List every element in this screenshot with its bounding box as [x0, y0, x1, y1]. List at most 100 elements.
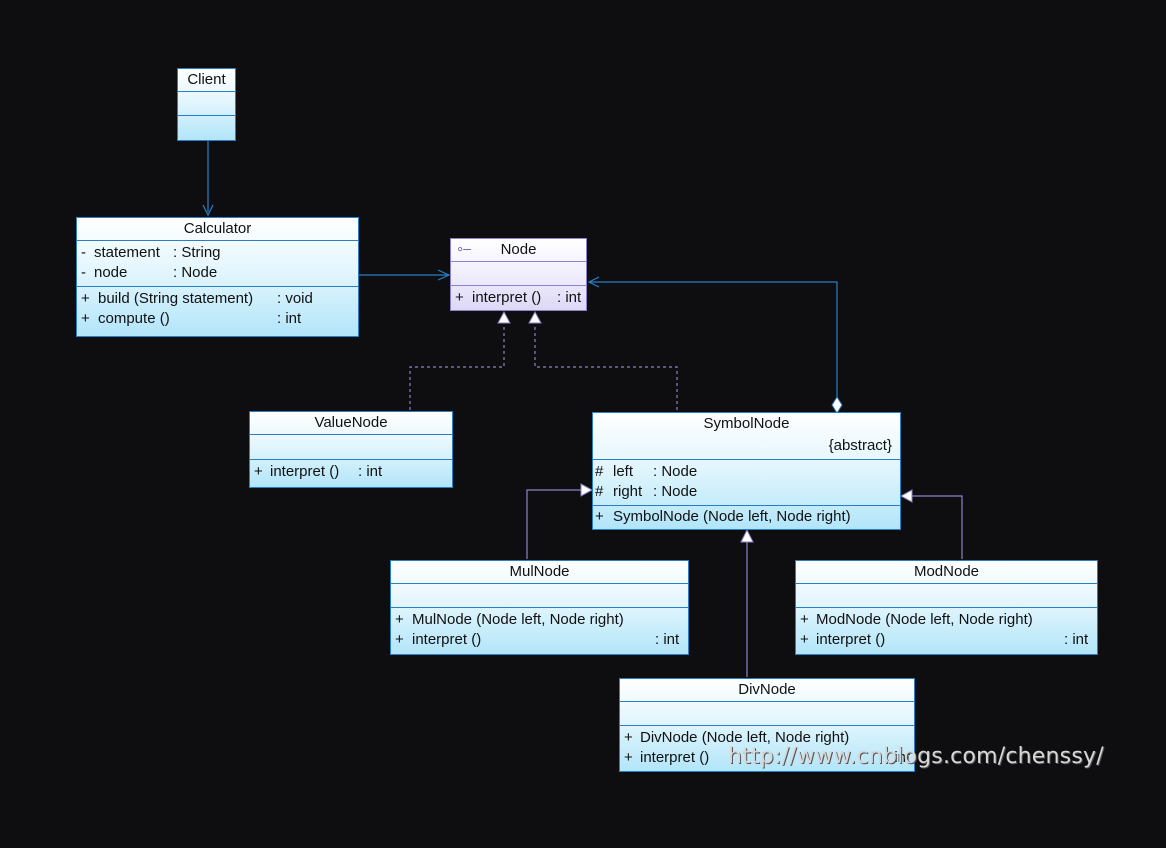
operation-row: + interpret () : int: [800, 630, 1093, 650]
operation-name: compute (): [98, 310, 170, 327]
class-name: DivNode: [620, 679, 914, 702]
operations-section: [178, 116, 235, 140]
visibility: -: [81, 244, 86, 261]
class-name: Calculator: [77, 218, 358, 241]
visibility: +: [81, 290, 90, 307]
attribute-name: statement: [94, 244, 160, 261]
visibility: +: [395, 611, 404, 628]
visibility: #: [595, 463, 604, 480]
operation-type: : int: [886, 749, 911, 766]
class-name: SymbolNode {abstract}: [593, 413, 900, 460]
operation-row: + compute () : int: [81, 309, 354, 329]
operation-name: DivNode (Node left, Node right): [640, 729, 850, 746]
attributes-section: [796, 584, 1097, 608]
class-name: MulNode: [391, 561, 688, 584]
abstract-stereotype: {abstract}: [828, 437, 892, 454]
attribute-row: # left : Node: [595, 462, 896, 482]
visibility: +: [455, 289, 464, 306]
visibility: -: [81, 264, 86, 281]
visibility: +: [624, 729, 633, 746]
generalization-divnode-symbolnode: [740, 528, 754, 677]
operations-section: + interpret () : int: [451, 286, 586, 311]
visibility: +: [254, 463, 263, 480]
visibility: +: [800, 611, 809, 628]
attributes-section: [178, 92, 235, 116]
watermark-url: http://www.cnblogs.com/chenssy/: [728, 744, 1104, 769]
operation-name: interpret (): [412, 631, 482, 648]
relationship-lines: [202, 141, 963, 677]
operation-name: interpret (): [270, 463, 340, 480]
attributes-section: [620, 702, 914, 726]
operation-name: interpret (): [640, 749, 710, 766]
class-name-text: Node: [500, 241, 537, 258]
attribute-type: : Node: [173, 264, 218, 281]
class-value-node[interactable]: ValueNode + interpret () : int: [249, 411, 453, 488]
attribute-row: # right : Node: [595, 482, 896, 502]
attributes-section: [391, 584, 688, 608]
operation-row: + build (String statement) : void: [81, 289, 354, 309]
attribute-name: left: [613, 463, 634, 480]
class-calculator[interactable]: Calculator - statement : String - node :…: [76, 217, 359, 337]
visibility: +: [624, 749, 633, 766]
operation-row: + ModNode (Node left, Node right): [800, 610, 1093, 630]
realization-valuenode-node: [409, 310, 511, 410]
operation-row: + MulNode (Node left, Node right): [395, 610, 684, 630]
realization-symbolnode-node: [528, 310, 678, 410]
operation-type: : int: [1064, 631, 1089, 648]
visibility: +: [800, 631, 809, 648]
operation-type: : int: [358, 463, 383, 480]
operation-row: + DivNode (Node left, Node right): [624, 728, 910, 748]
generalization-modnode-symbolnode: [899, 489, 963, 559]
attributes-section: - statement : String - node : Node: [77, 241, 358, 287]
association-calculator-node: [358, 269, 451, 281]
uml-class-diagram: Client Calculator - statement : String -…: [76, 68, 1104, 772]
operation-type: : int: [277, 310, 302, 327]
operation-row: + interpret () : int: [395, 630, 684, 650]
operation-name: SymbolNode (Node left, Node right): [613, 508, 851, 525]
class-mul-node[interactable]: MulNode + MulNode (Node left, Node right…: [390, 560, 689, 655]
operations-section: + interpret () : int: [250, 460, 452, 488]
class-mod-node[interactable]: ModNode + ModNode (Node left, Node right…: [795, 560, 1098, 655]
operation-row: + interpret () : int: [624, 748, 910, 768]
class-node[interactable]: ⸰─ Node + interpret () : int: [450, 238, 587, 311]
attribute-type: : Node: [653, 483, 698, 500]
class-name: ValueNode: [250, 412, 452, 435]
class-name: Client: [178, 69, 235, 92]
interface-icon: ⸰─: [457, 244, 472, 256]
operation-name: interpret (): [472, 289, 542, 306]
operation-name: interpret (): [816, 631, 886, 648]
class-name: ModNode: [796, 561, 1097, 584]
class-symbol-node[interactable]: SymbolNode {abstract} # left : Node # ri…: [592, 412, 901, 530]
attribute-name: node: [94, 264, 128, 281]
operation-row: + SymbolNode (Node left, Node right): [595, 507, 896, 527]
operation-name: ModNode (Node left, Node right): [816, 611, 1033, 628]
operations-section: + MulNode (Node left, Node right) + inte…: [391, 608, 688, 655]
attributes-section: # left : Node # right : Node: [593, 460, 900, 506]
operations-section: + DivNode (Node left, Node right) + inte…: [620, 726, 914, 772]
operation-row: + interpret () : int: [455, 288, 582, 308]
attribute-type: : String: [173, 244, 221, 261]
attribute-row: - node : Node: [81, 263, 354, 283]
visibility: #: [595, 483, 604, 500]
class-name-text: SymbolNode: [703, 415, 790, 432]
attribute-type: : Node: [653, 463, 698, 480]
operation-type: : int: [557, 289, 582, 306]
class-div-node[interactable]: DivNode + DivNode (Node left, Node right…: [619, 678, 915, 772]
generalization-mulnode-symbolnode: [526, 483, 594, 559]
visibility: +: [595, 508, 604, 525]
visibility: +: [395, 631, 404, 648]
attribute-name: right: [613, 483, 643, 500]
operation-type: : int: [655, 631, 680, 648]
operation-name: build (String statement): [98, 290, 254, 307]
class-name: ⸰─ Node: [451, 239, 586, 262]
association-client-calculator: [202, 141, 214, 217]
attribute-row: - statement : String: [81, 243, 354, 263]
operations-section: + ModNode (Node left, Node right) + inte…: [796, 608, 1097, 655]
operations-section: + SymbolNode (Node left, Node right): [593, 506, 900, 530]
operations-section: + build (String statement) : void + comp…: [77, 287, 358, 337]
operation-name: MulNode (Node left, Node right): [412, 611, 624, 628]
class-client[interactable]: Client: [177, 68, 236, 141]
attributes-section: [250, 435, 452, 460]
attributes-section: [451, 262, 586, 286]
operation-row: + interpret () : int: [254, 462, 448, 482]
